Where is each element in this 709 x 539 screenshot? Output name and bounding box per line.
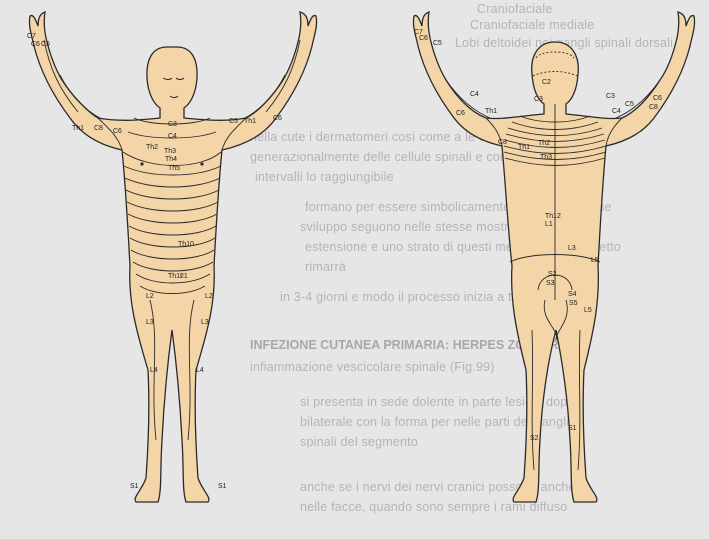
front-dermatome-label: C8 <box>94 125 103 132</box>
front-dermatome-label: Th3 <box>164 148 176 155</box>
back-dermatome-label: Th1 <box>485 108 497 115</box>
front-dermatome-label: L2 <box>146 293 154 300</box>
back-dermatome-label: C5 <box>625 101 634 108</box>
back-dermatome-label: S3 <box>546 280 555 287</box>
back-dermatome-label: C5 <box>433 40 442 47</box>
back-dermatome-label: S2 <box>530 435 539 442</box>
back-dermatome-label: S1 <box>568 425 577 432</box>
front-dermatome-label: Th10 <box>178 241 194 248</box>
front-dermatome-label: S1 <box>130 483 139 490</box>
back-dermatome-label: S5 <box>569 300 578 307</box>
front-body-silhouette <box>29 12 316 502</box>
back-dermatome-label: S2 <box>548 271 557 278</box>
back-dermatome-label: Th1 <box>518 144 530 151</box>
front-dermatome-label: Th1 <box>72 125 84 132</box>
front-dermatome-label: C3 <box>168 121 177 128</box>
front-dermatome-label: Th1 <box>244 118 256 125</box>
back-dermatome-label: Th3 <box>540 154 552 161</box>
back-dermatome-label: C2 <box>542 79 551 86</box>
back-dermatome-label: C4 <box>470 91 479 98</box>
back-dermatome-label: Th2 <box>538 140 550 147</box>
back-dermatome-label: S4 <box>568 291 577 298</box>
back-dermatome-label: C4 <box>612 108 621 115</box>
back-dermatome-label: Th12 <box>545 213 561 220</box>
back-dermatome-label: C6 <box>419 35 428 42</box>
front-dermatome-label: C6 <box>273 115 282 122</box>
back-dermatome-label: C6 <box>456 110 465 117</box>
front-dermatome-label: L3 <box>146 319 154 326</box>
back-dermatome-label: C3 <box>534 96 543 103</box>
front-dermatome-label: Th2 <box>146 144 158 151</box>
back-dermatome-label: L5 <box>584 307 592 314</box>
back-body-figure <box>413 12 694 502</box>
front-dermatome-label: C5 <box>41 41 50 48</box>
front-dermatome-label: L4 <box>150 367 158 374</box>
back-dermatome-label: C8 <box>649 104 658 111</box>
front-dermatome-label: S1 <box>218 483 227 490</box>
back-body-silhouette <box>413 12 694 502</box>
back-dermatome-label: C3 <box>606 93 615 100</box>
front-dermatome-label: L4 <box>196 367 204 374</box>
front-dermatome-label: L2 <box>205 293 213 300</box>
front-dermatome-label: C6 <box>113 128 122 135</box>
front-dermatome-label: C4 <box>168 133 177 140</box>
front-dermatome-label: C6 <box>31 41 40 48</box>
front-dermatome-label: C5 <box>229 118 238 125</box>
front-dermatome-label: L1 <box>180 273 188 280</box>
front-dermatome-label: Th4 <box>165 156 177 163</box>
back-dermatome-label: L5 <box>591 257 599 264</box>
back-dermatome-label: C8 <box>498 139 507 146</box>
back-dermatome-label: L1 <box>545 221 553 228</box>
back-dermatome-label: L3 <box>568 245 576 252</box>
front-dermatome-label: L3 <box>201 319 209 326</box>
front-dermatome-label: Th5 <box>168 165 180 172</box>
back-dermatome-label: C6 <box>653 95 662 102</box>
front-body-figure <box>29 12 316 502</box>
front-dermatome-label: C7 <box>27 33 36 40</box>
